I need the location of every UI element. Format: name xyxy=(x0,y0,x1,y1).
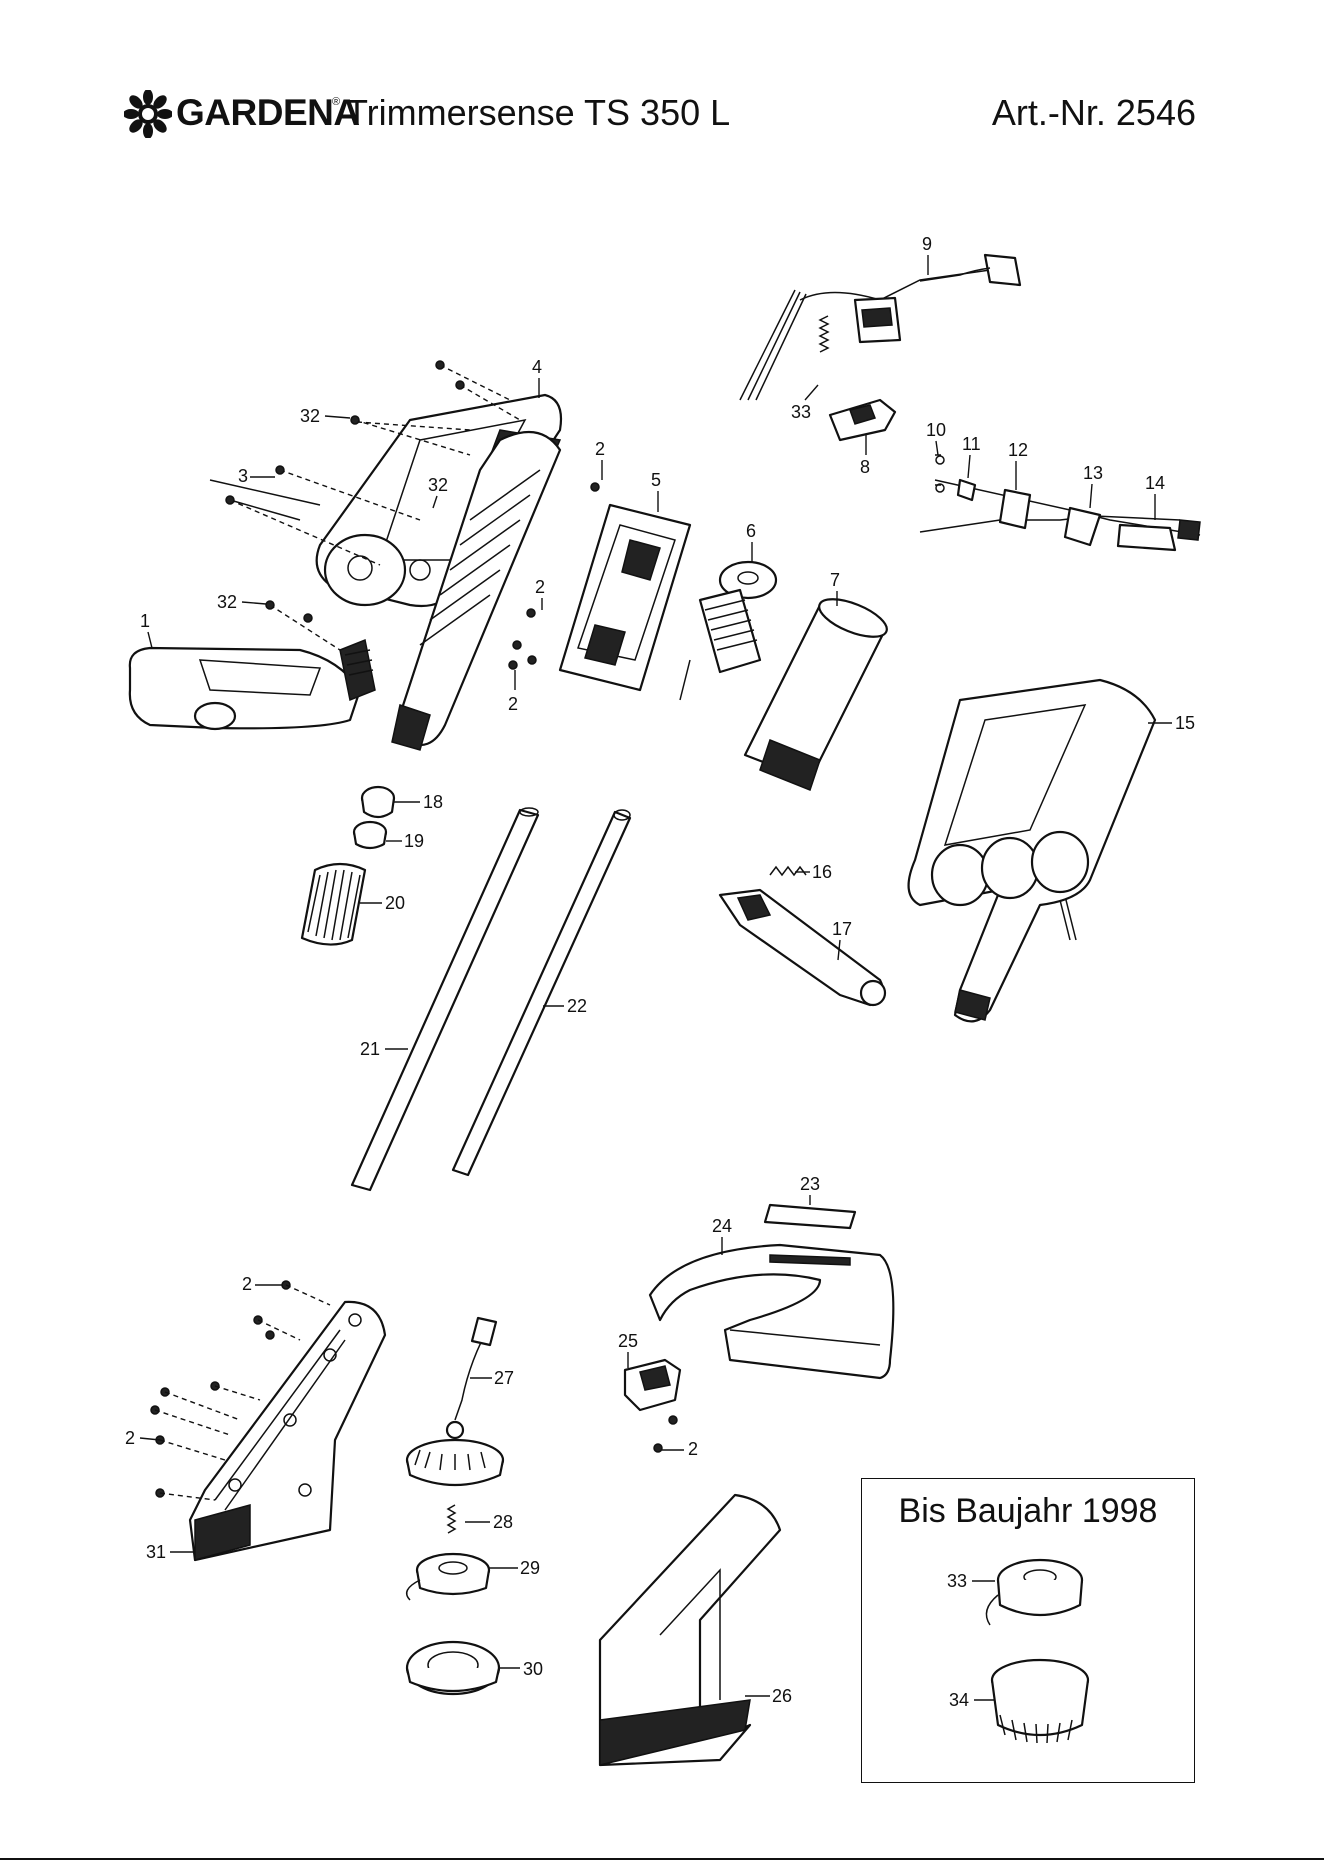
callout-32b: 32 xyxy=(428,475,448,495)
callout-26: 26 xyxy=(772,1686,792,1706)
part-24-guard xyxy=(650,1245,893,1378)
part-spool-hub xyxy=(407,1422,503,1485)
callout-32a: 32 xyxy=(300,406,320,426)
part-15-motor-cover xyxy=(909,680,1155,1021)
callout-6: 6 xyxy=(746,521,756,541)
part-30-cap xyxy=(407,1642,499,1694)
callout-14: 14 xyxy=(1145,473,1165,493)
part-28-spring xyxy=(448,1505,455,1533)
callout-3: 3 xyxy=(238,466,248,486)
callout-9: 9 xyxy=(922,234,932,254)
callout-24: 24 xyxy=(712,1216,732,1236)
callout-7: 7 xyxy=(830,570,840,590)
part-27-shaft xyxy=(455,1318,496,1420)
callout-11: 11 xyxy=(962,434,981,454)
part-33-spring-top xyxy=(820,316,828,352)
callout-33a: 33 xyxy=(791,402,811,422)
callout-10: 10 xyxy=(926,420,946,440)
part-5-motor-frame xyxy=(560,505,690,690)
part-26-base xyxy=(600,1495,780,1765)
callout-2b: 2 xyxy=(535,577,545,597)
callout-20: 20 xyxy=(385,893,405,913)
callout-2c: 2 xyxy=(508,694,518,714)
part-17-lever xyxy=(720,890,885,1005)
callout-12: 12 xyxy=(1008,440,1028,460)
inset-title: Bis Baujahr 1998 xyxy=(862,1491,1194,1531)
callout-5: 5 xyxy=(651,470,661,490)
part-29-spool xyxy=(407,1554,489,1600)
callout-28: 28 xyxy=(493,1512,513,1532)
callout-16: 16 xyxy=(812,862,832,882)
part-19-bushing xyxy=(354,822,386,848)
part-8-switch-trigger xyxy=(830,400,895,440)
callout-15: 15 xyxy=(1175,713,1195,733)
callout-21: 21 xyxy=(360,1039,380,1059)
legacy-parts-inset: Bis Baujahr 1998 xyxy=(861,1478,1195,1783)
part-9-switch-wiring xyxy=(740,255,1020,400)
callout-17: 17 xyxy=(832,919,852,939)
callout-30: 30 xyxy=(523,1659,543,1679)
callout-19: 19 xyxy=(404,831,424,851)
callout-29: 29 xyxy=(520,1558,540,1578)
part-6-armature xyxy=(680,562,776,700)
callout-32c: 32 xyxy=(217,592,237,612)
part-22-tube xyxy=(453,810,630,1175)
callout-27: 27 xyxy=(494,1368,514,1388)
callout-4: 4 xyxy=(532,357,542,377)
part-7-motor xyxy=(745,592,892,790)
part-1-handle xyxy=(130,640,375,729)
callout-2e: 2 xyxy=(125,1428,135,1448)
callout-13: 13 xyxy=(1083,463,1103,483)
part-25-clip xyxy=(625,1360,680,1410)
callout-22: 22 xyxy=(567,996,587,1016)
part-23-label xyxy=(765,1205,855,1228)
callout-1: 1 xyxy=(140,611,150,631)
callout-2d: 2 xyxy=(242,1274,252,1294)
part-18-sleeve xyxy=(362,787,394,817)
part-21-tube xyxy=(352,808,538,1190)
callout-2f: 2 xyxy=(688,1439,698,1459)
part-16-spring xyxy=(770,867,806,875)
footer-rule xyxy=(0,1858,1324,1872)
callout-8: 8 xyxy=(860,457,870,477)
part-10-14-cable xyxy=(920,455,1200,550)
callout-18: 18 xyxy=(423,792,443,812)
callout-23: 23 xyxy=(800,1174,820,1194)
callout-31: 31 xyxy=(146,1542,166,1562)
callout-25: 25 xyxy=(618,1331,638,1351)
part-20-grip-sleeve xyxy=(302,864,365,945)
callout-2a: 2 xyxy=(595,439,605,459)
